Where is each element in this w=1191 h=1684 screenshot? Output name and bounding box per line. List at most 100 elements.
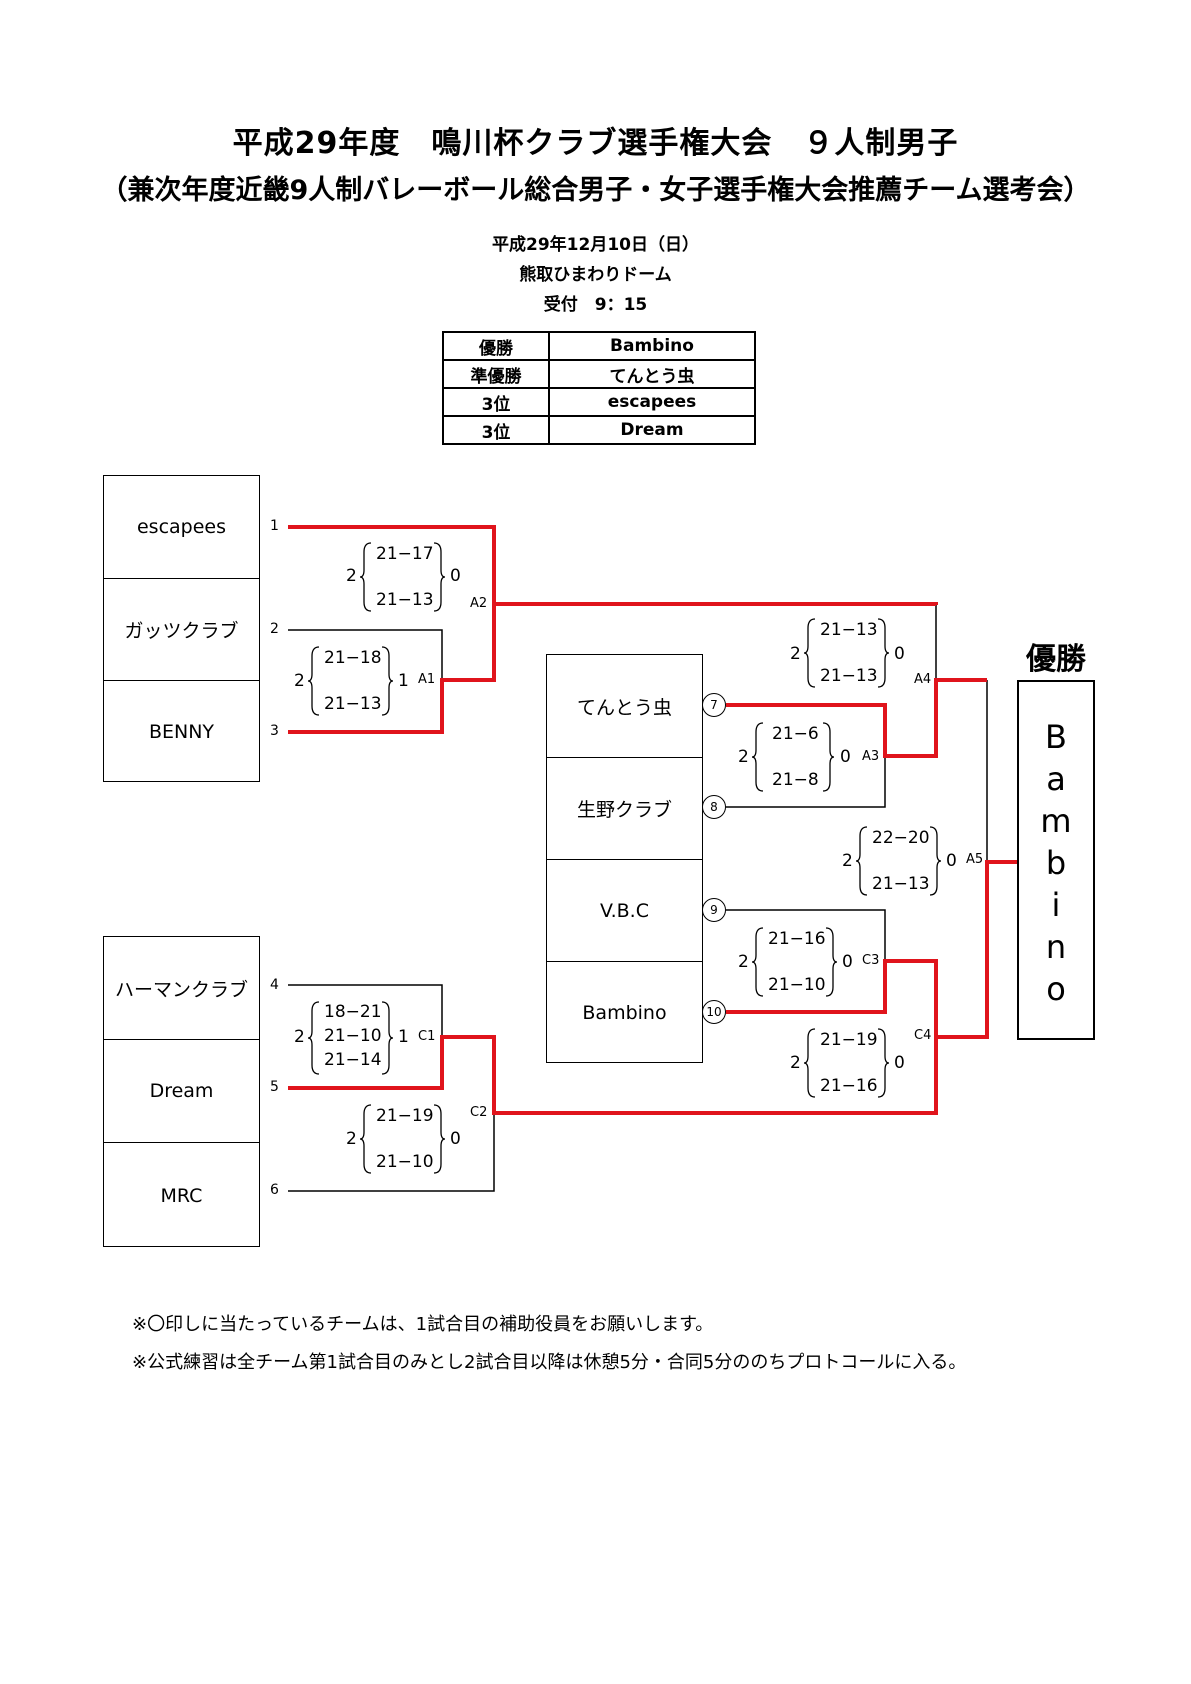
set-score: 21−10	[376, 1152, 434, 1172]
match-sets-lost: 0	[946, 851, 957, 871]
set-score: 22−20	[872, 828, 930, 848]
set-score: 21−19	[376, 1106, 434, 1126]
seed-number: 1	[270, 518, 279, 534]
match-sets-won: 2	[790, 1053, 801, 1073]
reception-time: 受付 9：15	[543, 295, 648, 315]
seed-number: 6	[270, 1182, 279, 1198]
match-sets-lost: 1	[398, 671, 409, 691]
match-sets-lost: 0	[894, 644, 905, 664]
match-sets-lost: 0	[450, 566, 461, 586]
team-block-c: ハーマンクラブ Dream MRC	[103, 936, 260, 1247]
set-score: 21−13	[820, 620, 878, 640]
set-score: 21−10	[768, 975, 826, 995]
brace-right-icon	[381, 1001, 393, 1075]
champion-letter: b	[1045, 844, 1067, 882]
match-label: A3	[862, 749, 880, 764]
rank-cell: 3位	[442, 387, 550, 417]
set-score: 21−8	[772, 770, 819, 790]
team-cell: Dream	[548, 415, 756, 445]
seed-circle: 8	[702, 795, 726, 819]
match-sets-won: 2	[738, 952, 749, 972]
bracket-win-lines	[288, 525, 1017, 1115]
team-name: てんとう虫	[576, 696, 672, 719]
brace-left-icon	[360, 1104, 372, 1174]
brace-left-icon	[752, 927, 764, 997]
match-label: A5	[966, 852, 984, 867]
brace-right-icon	[381, 646, 393, 716]
note-line: ※〇印しに当たっているチームは、1試合目の補助役員をお願いします。	[132, 1314, 714, 1335]
set-score: 21−18	[324, 648, 382, 668]
team-block-a: escapees ガッツクラブ BENNY	[103, 475, 260, 782]
set-score: 21−13	[376, 590, 434, 610]
champion-letter: n	[1045, 928, 1067, 966]
brace-right-icon	[822, 722, 834, 792]
team-name: Bambino	[547, 961, 702, 1064]
match-label: A4	[914, 672, 932, 687]
seed-number: 4	[270, 977, 279, 993]
seed-circle: 7	[702, 693, 726, 717]
seed-circle: 10	[702, 1000, 726, 1024]
brace-left-icon	[804, 618, 816, 688]
champion-letter: o	[1046, 970, 1066, 1008]
rank-cell: 準優勝	[442, 359, 550, 389]
match-sets-won: 2	[738, 747, 749, 767]
team-name: V.B.C	[547, 859, 702, 961]
match-label: C3	[862, 953, 880, 968]
champion-letter: B	[1045, 718, 1067, 756]
brace-left-icon	[308, 646, 320, 716]
brace-left-icon	[752, 722, 764, 792]
match-sets-won: 2	[842, 851, 853, 871]
brace-left-icon	[360, 542, 372, 612]
match-sets-won: 2	[294, 1027, 305, 1047]
team-name: ガッツクラブ	[104, 578, 259, 680]
event-date: 平成29年12月10日（日）	[492, 235, 699, 255]
brace-right-icon	[929, 826, 941, 896]
match-label: A2	[470, 596, 488, 611]
brace-right-icon	[877, 1028, 889, 1098]
set-score: 21−10	[324, 1026, 382, 1046]
match-sets-lost: 1	[398, 1027, 409, 1047]
champion-letter: a	[1046, 760, 1066, 798]
set-score: 21−19	[820, 1030, 878, 1050]
note-line: ※公式練習は全チーム第1試合目のみとし2試合目以降は休憩5分・合同5分ののちプロ…	[132, 1352, 967, 1373]
set-score: 21−16	[820, 1076, 878, 1096]
brace-left-icon	[308, 1001, 320, 1075]
match-sets-lost: 0	[842, 952, 853, 972]
team-name: BENNY	[104, 680, 259, 783]
set-score: 21−14	[324, 1050, 382, 1070]
rank-cell: 優勝	[442, 331, 550, 361]
match-label: C4	[914, 1028, 932, 1043]
event-venue: 熊取ひまわりドーム	[519, 265, 672, 285]
team-name: Dream	[104, 1039, 259, 1142]
seed-circle: 9	[702, 898, 726, 922]
team-name: MRC	[104, 1142, 259, 1248]
team-name: escapees	[136, 516, 227, 538]
match-sets-won: 2	[346, 566, 357, 586]
brace-left-icon	[804, 1028, 816, 1098]
champion-letter: m	[1040, 802, 1072, 840]
match-sets-lost: 0	[894, 1053, 905, 1073]
results-row: 準優勝てんとう虫	[442, 359, 756, 389]
set-score: 21−13	[324, 694, 382, 714]
team-block-center: てんとう虫 生野クラブ V.B.C Bambino	[546, 654, 703, 1063]
match-label: A1	[418, 672, 436, 687]
set-score: 21−16	[768, 929, 826, 949]
match-sets-lost: 0	[840, 747, 851, 767]
champion-box: B a m b i n o	[1017, 680, 1095, 1040]
match-label: C2	[470, 1105, 488, 1120]
rank-cell: 3位	[442, 415, 550, 445]
brace-left-icon	[856, 826, 868, 896]
team-cell: Bambino	[548, 331, 756, 361]
match-sets-won: 2	[790, 644, 801, 664]
team-cell: escapees	[548, 387, 756, 417]
match-label: C1	[418, 1029, 436, 1044]
match-sets-won: 2	[346, 1129, 357, 1149]
team-name: ハーマンクラブ	[114, 978, 248, 1001]
set-score: 21−13	[820, 666, 878, 686]
set-score: 21−6	[772, 724, 819, 744]
brace-right-icon	[433, 1104, 445, 1174]
